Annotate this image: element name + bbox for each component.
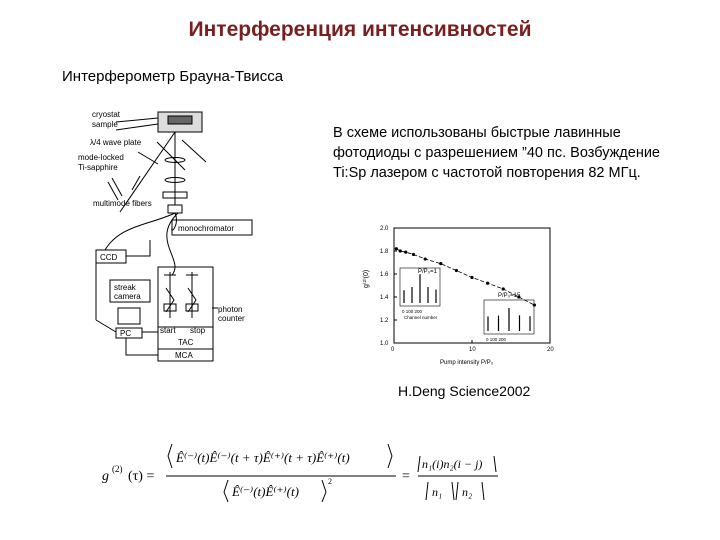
g2-data-point	[439, 262, 443, 266]
label-laser-2: Ti-sapphire	[78, 163, 118, 172]
label-laser-1: mode-locked	[78, 153, 124, 162]
x-tick-label: 0	[391, 347, 395, 353]
annotation-p15: P/P₀=15	[498, 293, 521, 299]
multimode-fiber	[104, 212, 176, 251]
monochromator-box	[171, 219, 253, 236]
x-tick-label: 20	[547, 347, 554, 353]
formula-rhs-den-n2: n₂	[462, 485, 472, 499]
y-tick-label: 1.6	[380, 272, 389, 278]
streak-camera-box	[109, 279, 151, 303]
chart-x-label: Pump intensity P/P₀	[440, 360, 494, 366]
formula-lhs-arg: (τ) =	[128, 469, 154, 484]
label-start: start	[160, 326, 176, 335]
y-tick-label: 1.2	[380, 318, 389, 324]
label-fibers: multimode fibers	[93, 199, 152, 208]
g2-data-point	[398, 249, 402, 253]
y-tick-label: 1.4	[380, 295, 389, 301]
formula-lhs-sup: (2)	[112, 464, 123, 474]
fiber-coupler	[167, 204, 183, 214]
g2-data-point	[411, 252, 416, 257]
citation-text: H.Deng Science2002	[398, 383, 531, 399]
label-photon-1: photon	[218, 305, 242, 314]
polarizer	[162, 191, 188, 199]
inset-xtick-labels: 0 100 200	[486, 337, 507, 342]
label-ccd: CCD	[100, 253, 118, 262]
label-monochromator: monochromator	[178, 224, 234, 233]
formula-numerator: Ê⁽⁻⁾(t)Ê⁽⁻⁾(t + τ)Ê⁽⁺⁾(t + τ)Ê⁽⁺⁾(t)	[175, 450, 350, 465]
label-streak-2: camera	[114, 292, 141, 301]
formula-denominator: Ê⁽⁻⁾(t)Ê⁽⁺⁾(t)	[231, 484, 299, 499]
inset-frame	[399, 267, 441, 307]
sample-block	[167, 115, 193, 125]
formula-left-angle-top	[167, 443, 173, 457]
slide-subtitle: Интерферометр Брауна-Твисса	[62, 68, 284, 85]
inset-frame	[483, 299, 535, 335]
label-cryostat: cryostat	[92, 110, 121, 119]
label-sample: sample	[92, 120, 118, 129]
inset-xtick-labels: 0 100 200	[402, 309, 423, 314]
g2-data-point	[454, 268, 458, 273]
pc-box	[115, 327, 143, 339]
label-pc: PC	[120, 329, 131, 338]
g2-data-point	[394, 247, 398, 251]
annotation-p1: P/P₀=1	[418, 269, 438, 275]
g2-data-point	[486, 281, 490, 285]
label-streak-1: streak	[114, 283, 137, 292]
y-tick-label: 2.0	[380, 226, 389, 232]
laser-beam	[119, 131, 176, 213]
label-stop: stop	[190, 326, 206, 335]
g2-data-point	[470, 275, 474, 280]
formula-rhs-numerator: n₁(i)n₂(i − j)	[422, 457, 482, 471]
g2-data-point	[423, 257, 427, 261]
formula-denominator-power: 2	[328, 477, 332, 486]
lens-1	[164, 157, 186, 163]
formula-equals: =	[402, 469, 410, 484]
g2-data-point	[532, 303, 536, 307]
laser-cavity	[111, 177, 123, 197]
pc-monitor	[117, 307, 141, 325]
label-mca: MCA	[175, 351, 193, 360]
slide-title: Интерференция интенсивностей	[188, 18, 532, 41]
label-tac: TAC	[178, 338, 194, 347]
description-text: В схеме использованы быстрые лавинные фо…	[333, 125, 661, 181]
g2-data-point	[517, 295, 521, 299]
lens-2	[164, 177, 186, 183]
formula-rhs-den-n1: n₁	[432, 485, 442, 499]
label-waveplate: λ/4 wave plate	[90, 138, 142, 147]
y-tick-label: 1.0	[380, 341, 389, 347]
g2-data-point	[404, 250, 408, 254]
formula-lhs: g	[102, 469, 109, 484]
inset-x-label: Channel number	[404, 315, 438, 320]
photon-counter-box	[157, 266, 214, 328]
chart-y-label: g⁽²⁾(0)	[362, 270, 370, 288]
y-tick-label: 1.8	[380, 249, 389, 255]
g2-data-point	[501, 287, 505, 291]
g2-formula: g (2) (τ) = Ê⁽⁻⁾(t)Ê⁽⁻⁾(t + τ)Ê⁽⁺⁾(t + τ…	[102, 443, 498, 503]
label-photon-2: counter	[218, 314, 245, 323]
hbt-setup-diagram: cryostat sample λ/4 wave plate mode-lock…	[78, 110, 253, 362]
chart-frame	[393, 227, 551, 344]
x-tick-label: 10	[469, 347, 476, 353]
